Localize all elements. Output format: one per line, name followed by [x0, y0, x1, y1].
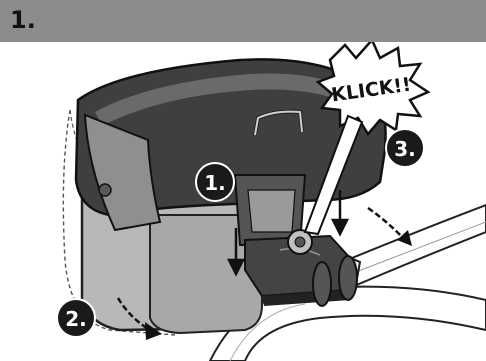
step-3-badge: 3. — [386, 129, 424, 167]
mounting-illustration: KLICK!! 1. 2. 3. — [0, 42, 486, 361]
step-header-number: 1. — [10, 6, 36, 34]
rotate-arrow-right — [368, 208, 412, 246]
step-2-label: 2. — [65, 307, 87, 331]
step-2-badge: 2. — [57, 299, 95, 337]
step-1-label: 1. — [204, 171, 226, 195]
step-3-label: 3. — [394, 137, 416, 161]
step-1-badge: 1. — [196, 163, 234, 201]
mount-bracket — [245, 230, 357, 306]
step-header-bar: 1. — [0, 0, 486, 42]
